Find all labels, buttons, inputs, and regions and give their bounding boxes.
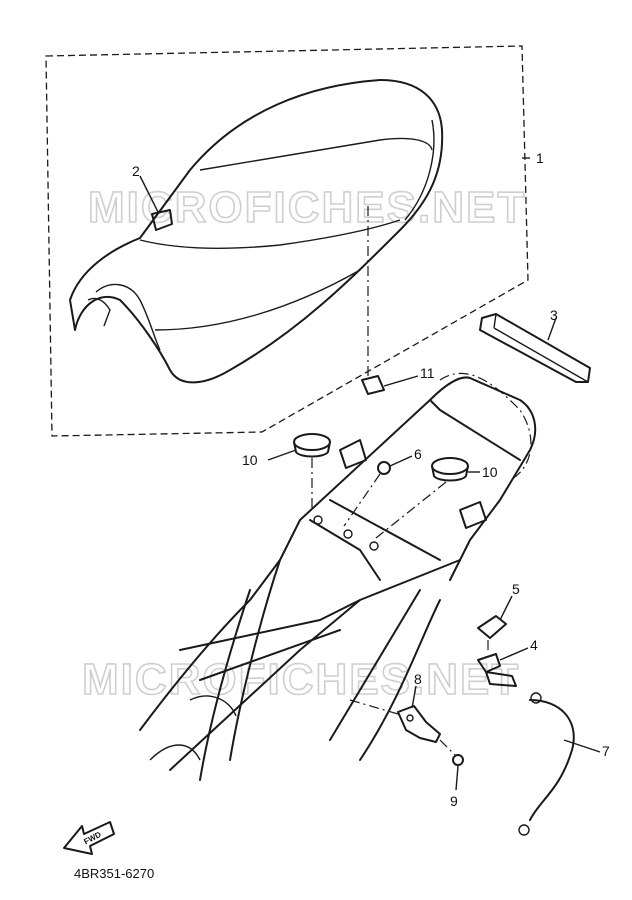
seat-lock-cable [518,692,601,836]
callout-6: 6 [414,446,422,462]
seat-assembly-boundary [45,45,529,437]
callout-3: 3 [550,307,558,323]
damper-strip [479,313,591,383]
callout-5: 5 [512,581,520,597]
callout-8: 8 [414,671,422,687]
callout-1: 1 [536,150,544,166]
callout-11: 11 [420,365,435,381]
bolt-6 [343,455,413,527]
damper-left [267,433,331,512]
forward-arrow-icon: FWD [63,821,115,855]
damper-right [375,457,480,539]
callout-7: 7 [602,743,610,759]
callout-10-right: 10 [482,464,498,480]
callout-2: 2 [132,163,140,179]
watermark-bottom: MICROFICHES.NET [82,655,520,704]
damper-block [361,375,419,395]
screw-9 [439,739,464,791]
callout-10-left: 10 [242,452,258,468]
guide-plate [477,595,513,654]
rear-frame [139,372,537,781]
seat-lock-lever [349,685,441,743]
seat-hook [139,175,173,231]
figure-code: 4BR351-6270 [74,866,155,881]
seat-lock [477,647,529,687]
callout-9: 9 [450,793,458,809]
callout-4: 4 [530,637,538,653]
watermark-top: MICROFICHES.NET [88,183,526,232]
seat [69,79,444,384]
